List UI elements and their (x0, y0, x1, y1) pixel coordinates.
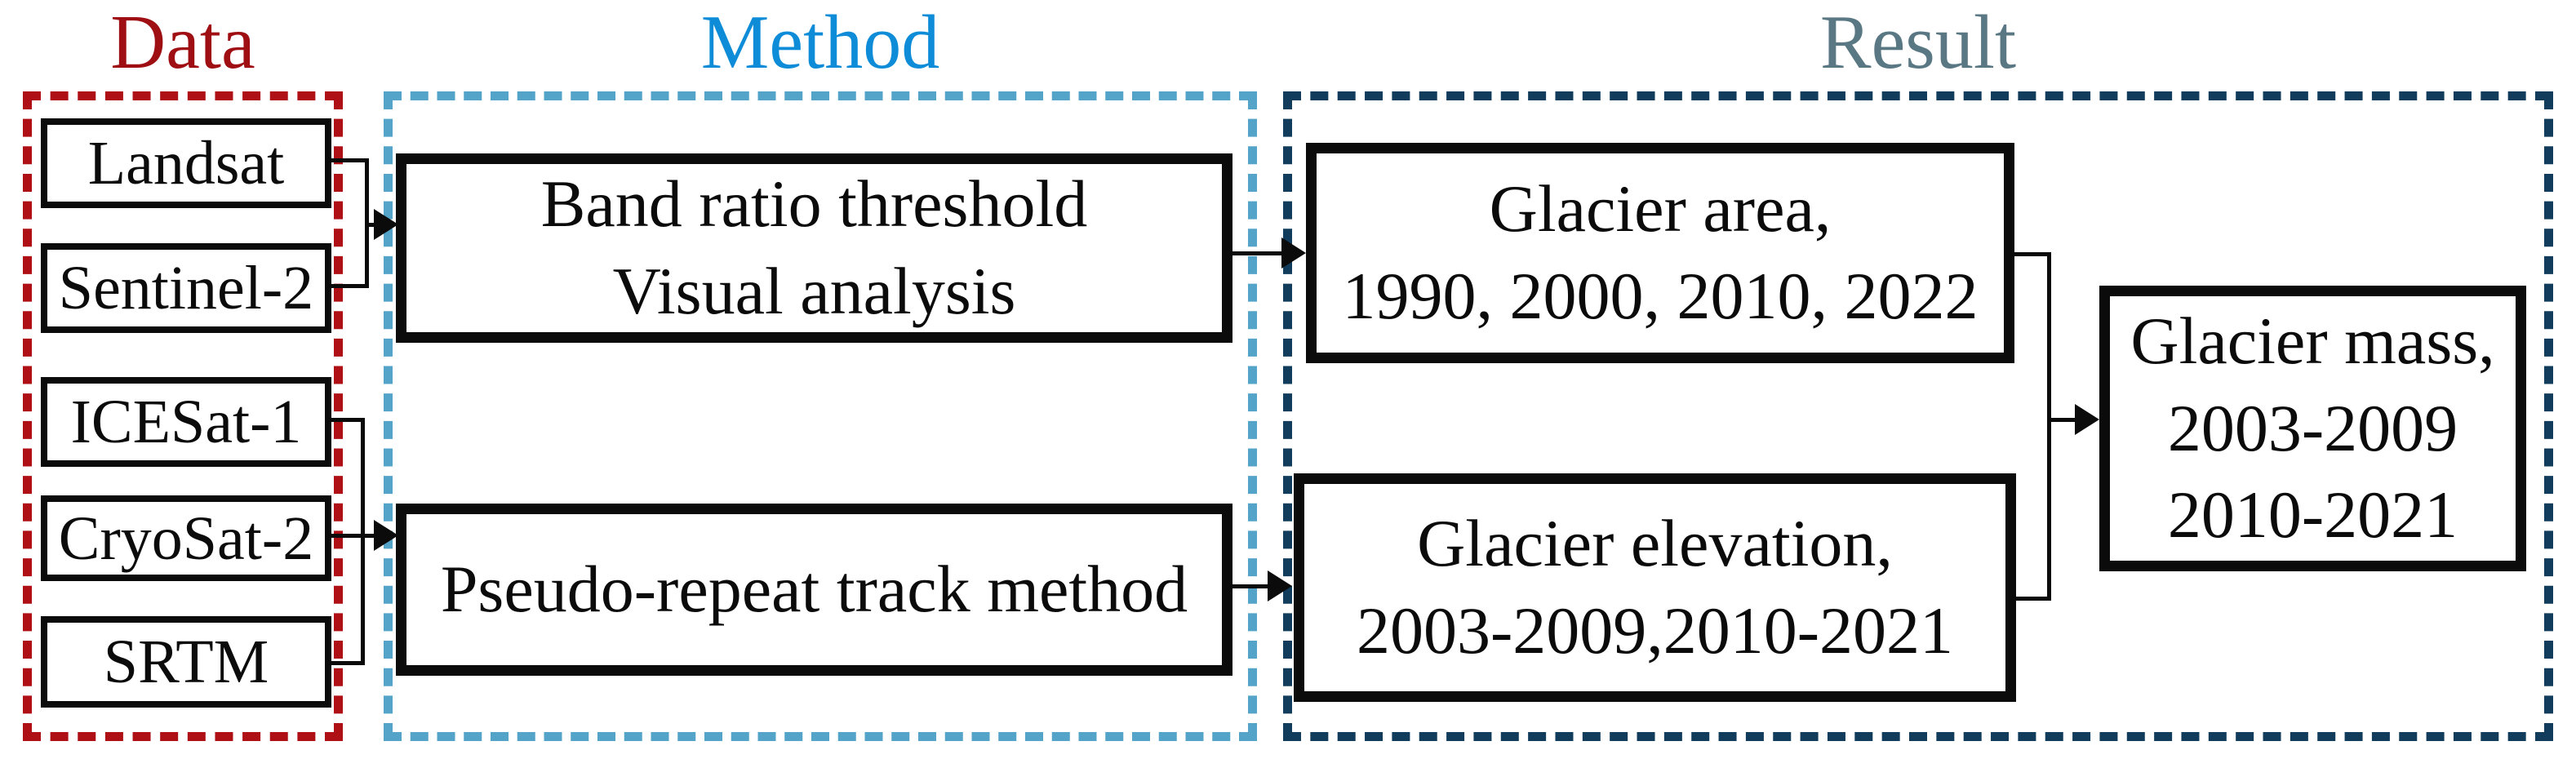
srtm-box: SRTM (41, 616, 331, 708)
pseudo-to-elevation-arrowhead-icon (1268, 570, 1292, 601)
icesat1-stub-wire (331, 418, 365, 422)
band-ratio-line2: Visual analysis (612, 254, 1016, 328)
merge-to-mass-arrowhead-icon (2075, 404, 2099, 435)
area-stub-wire (2014, 252, 2051, 256)
optical-to-method-arrowhead-icon (374, 209, 398, 240)
elevation-stub-wire (2016, 597, 2051, 601)
glacier-elevation-line1: Glacier elevation, (1417, 506, 1893, 581)
method-panel-outline (384, 91, 1257, 741)
pseudo-to-elevation-wire (1232, 584, 1269, 588)
srtm-stub-wire (331, 661, 365, 665)
band-ratio-to-area-wire (1232, 251, 1283, 255)
glacier-elevation-box: Glacier elevation, 2003-2009,2010-2021 (1294, 473, 2016, 702)
glacier-elevation-line2: 2003-2009,2010-2021 (1356, 593, 1954, 668)
sentinel2-stub-wire (331, 284, 369, 288)
glacier-mass-line1: Glacier mass, (2130, 304, 2495, 379)
method-section-title: Method (700, 0, 940, 85)
icesat1-label: ICESat-1 (70, 388, 302, 456)
merge-to-mass-wire (2051, 418, 2075, 422)
pseudo-repeat-line1: Pseudo-repeat track method (440, 552, 1188, 627)
landsat-stub-wire (331, 158, 369, 162)
sentinel2-label: Sentinel-2 (58, 254, 314, 322)
srtm-label: SRTM (103, 628, 269, 696)
glacier-mass-line3: 2010-2021 (2167, 477, 2458, 553)
glacier-area-line2: 1990, 2000, 2010, 2022 (1342, 259, 1979, 333)
data-panel-outline (23, 91, 343, 741)
cryosat2-label: CryoSat-2 (58, 504, 314, 573)
optical-to-method-wire (365, 223, 377, 227)
altimetry-to-method-arrowhead-icon (374, 520, 398, 551)
band-ratio-to-area-arrowhead-icon (1281, 237, 1306, 269)
pseudo-repeat-track-box: Pseudo-repeat track method (396, 504, 1232, 676)
sentinel2-box: Sentinel-2 (41, 243, 331, 333)
result-section-title: Result (1819, 0, 2017, 85)
band-ratio-line1: Band ratio threshold (540, 166, 1088, 242)
cryosat2-box: CryoSat-2 (41, 495, 331, 581)
band-ratio-threshold-box: Band ratio threshold Visual analysis (396, 153, 1232, 343)
landsat-label: Landsat (87, 129, 285, 198)
glacier-mass-line2: 2003-2009 (2167, 390, 2458, 465)
landsat-box: Landsat (41, 118, 331, 208)
glacier-area-box: Glacier area, 1990, 2000, 2010, 2022 (1306, 143, 2014, 363)
glacier-mass-box: Glacier mass, 2003-2009 2010-2021 (2099, 286, 2526, 571)
altimetry-merge-wire (361, 418, 365, 665)
cryosat2-stub-wire (331, 534, 365, 538)
icesat1-box: ICESat-1 (41, 377, 331, 467)
result-panel-outline (1283, 91, 2553, 741)
result-merge-wire (2047, 252, 2051, 601)
altimetry-to-method-wire (365, 534, 377, 538)
data-section-title: Data (110, 0, 255, 85)
glacier-area-line1: Glacier area, (1489, 171, 1832, 246)
